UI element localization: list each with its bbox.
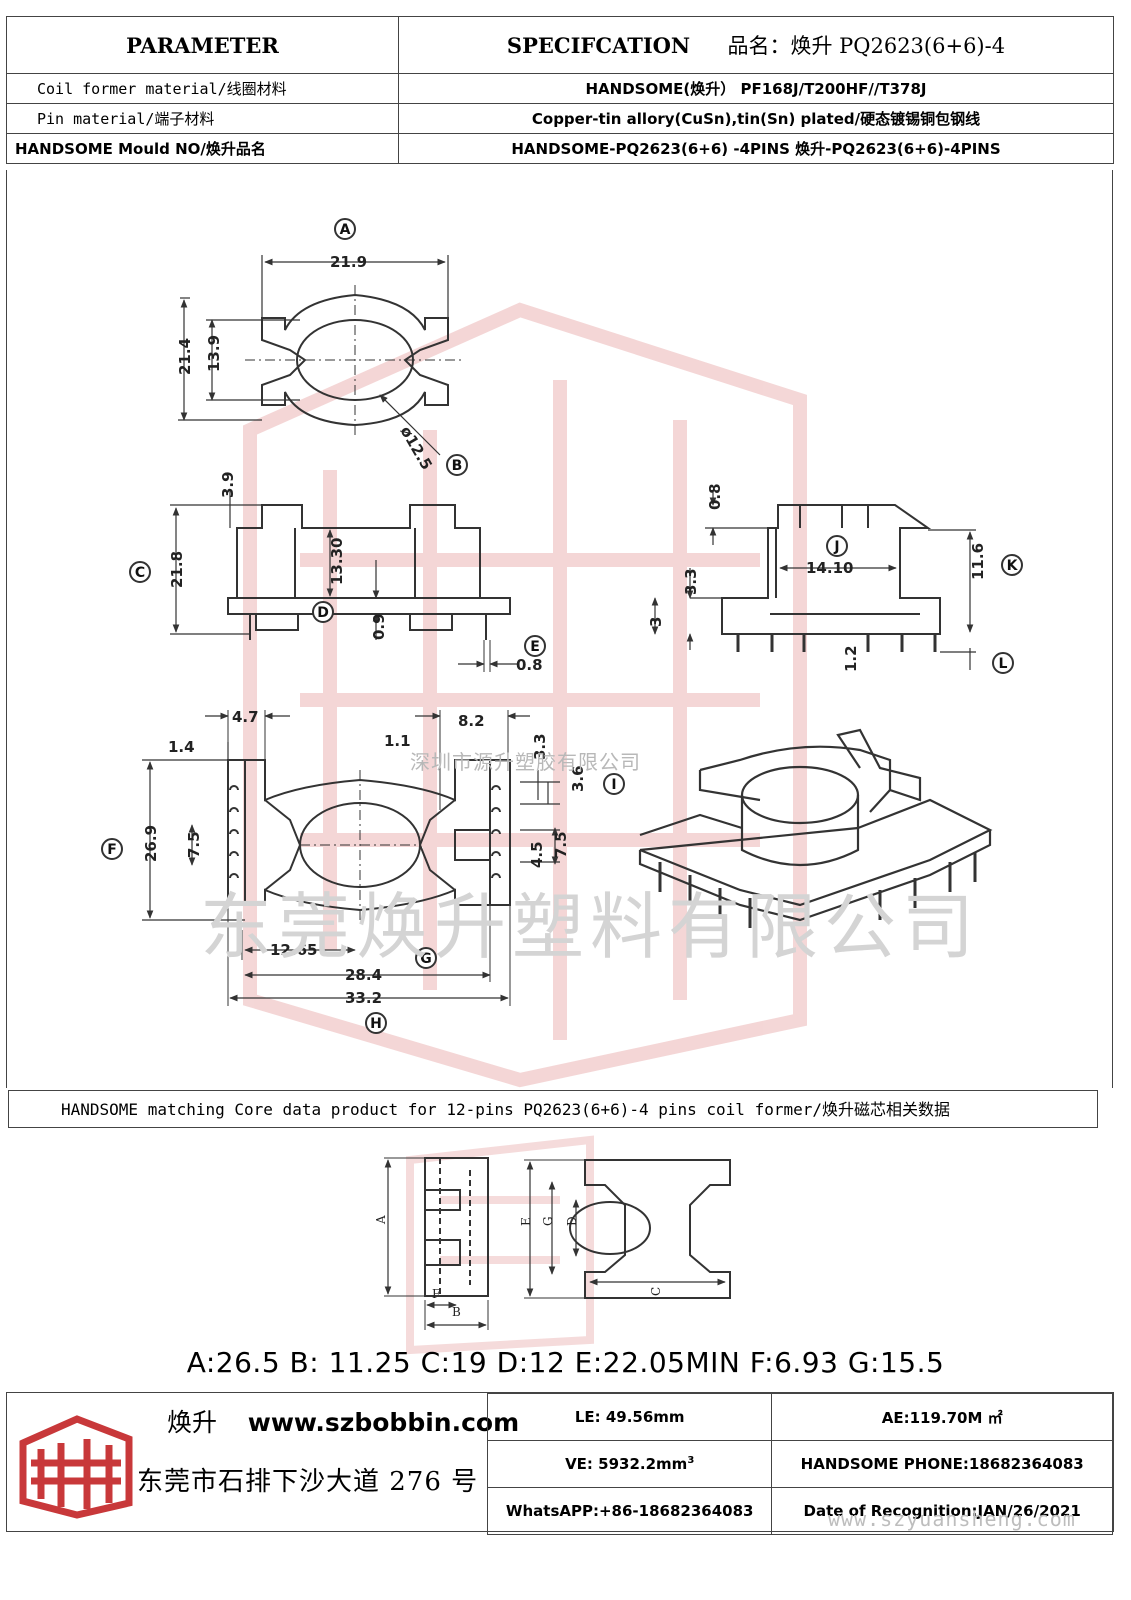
core-label-B: B xyxy=(452,1305,461,1319)
dim-0-9: 0.9 xyxy=(370,613,388,640)
svg-text:E: E xyxy=(530,639,540,655)
dim-7-5: 7.5 xyxy=(185,831,203,858)
dim-13-9: 13.9 xyxy=(205,335,223,372)
dim-3: 3 xyxy=(647,617,665,627)
ve-cell: VE: 5932.2mm3 xyxy=(486,1440,773,1488)
dim-4-5: 4.5 xyxy=(528,841,546,868)
dim-12-5: ø12.5 xyxy=(397,423,436,473)
dim-12-65: 12.65 xyxy=(270,941,317,959)
side-view xyxy=(651,490,976,670)
spec-table: PARAMETER SPECIFCATION 品名：焕升 PQ2623(6+6)… xyxy=(6,16,1114,164)
dim-0-8-e: 0.8 xyxy=(516,656,543,674)
mould-no-value: HANDSOME-PQ2623(6+6) -4PINS 焕升-PQ2623(6+… xyxy=(398,133,1114,164)
phone[interactable]: HANDSOME PHONE:18682364083 xyxy=(771,1440,1113,1488)
core-drawing-top xyxy=(524,1159,731,1299)
label-I: I xyxy=(603,773,625,795)
dim-7-5b: 7.5 xyxy=(552,831,570,858)
dim-26-9: 26.9 xyxy=(142,825,160,862)
svg-text:D: D xyxy=(317,605,329,621)
core-label-E: E xyxy=(519,1217,533,1226)
core-label-A: A xyxy=(374,1215,388,1225)
svg-text:G: G xyxy=(420,951,432,967)
dim-21-8: 21.8 xyxy=(168,551,186,588)
watermark-large: 东莞焕升塑料有限公司 xyxy=(200,885,981,969)
dim-33-2: 33.2 xyxy=(345,989,382,1007)
le-value: LE: 49.56mm xyxy=(486,1393,773,1441)
core-label-G: G xyxy=(541,1216,555,1226)
ae-value: AE:119.70M ㎡ xyxy=(771,1393,1113,1441)
recognition-date: Date of Recognition:JAN/26/2021 xyxy=(771,1487,1113,1535)
dim-21-4: 21.4 xyxy=(176,338,194,375)
watermark-small: 深圳市源升塑胶有限公司 xyxy=(410,750,641,774)
label-F: F xyxy=(101,838,123,860)
bottom-view xyxy=(142,710,560,1006)
drawing-frame xyxy=(6,170,1113,1088)
svg-text:A: A xyxy=(340,222,351,238)
dim-11-6: 11.6 xyxy=(969,543,987,580)
label-D: D xyxy=(312,601,334,623)
label-J: J xyxy=(826,535,848,557)
label-B: B xyxy=(446,454,468,476)
front-view xyxy=(170,492,518,672)
svg-text:J: J xyxy=(833,539,839,555)
dim-3-3: 3.3 xyxy=(682,568,700,595)
dim-8-2: 8.2 xyxy=(458,712,485,730)
dim-1-4: 1.4 xyxy=(168,738,195,756)
svg-text:C: C xyxy=(135,565,145,581)
dim-3-6: 3.6 xyxy=(569,765,587,792)
ve-unit-sup: 3 xyxy=(687,1455,695,1466)
label-L: L xyxy=(992,652,1014,674)
dim-0-8: 0.8 xyxy=(706,483,724,510)
svg-text:L: L xyxy=(999,656,1008,672)
core-label-D: D xyxy=(565,1216,579,1226)
dim-3-9: 3.9 xyxy=(219,471,237,498)
dim-13-30: 13.30 xyxy=(328,538,346,585)
company-logo xyxy=(19,1415,133,1519)
core-drawing-side xyxy=(384,1157,489,1330)
core-dimensions: A:26.5 B: 11.25 C:19 D:12 E:22.05MIN F:6… xyxy=(186,1346,945,1379)
core-label-F: F xyxy=(432,1287,440,1301)
label-G: G xyxy=(415,947,437,969)
top-view xyxy=(178,255,465,456)
product-name: 品名：焕升 PQ2623(6+6)-4 xyxy=(727,34,1006,58)
brand-line: 焕升 www.szbobbin.com xyxy=(167,1403,519,1439)
isometric-view xyxy=(638,728,993,928)
label-E: E xyxy=(524,635,546,657)
mould-no-label: HANDSOME Mould NO/焕升品名 xyxy=(6,133,399,164)
core-info-table: LE: 49.56mm AE:119.70M ㎡ VE: 5932.2mm3 H… xyxy=(486,1393,1113,1535)
svg-text:H: H xyxy=(370,1016,382,1032)
dim-1-1: 1.1 xyxy=(384,732,411,750)
coil-material-label: Coil former material/线圈材料 xyxy=(6,73,399,104)
matching-caption: HANDSOME matching Core data product for … xyxy=(8,1090,1098,1128)
label-K: K xyxy=(1001,554,1023,576)
ve-value: VE: 5932.2mm xyxy=(565,1455,688,1473)
svg-text:F: F xyxy=(107,842,117,858)
label-C: C xyxy=(129,561,151,583)
specification-title: SPECIFCATION xyxy=(506,33,691,58)
dim-4-7: 4.7 xyxy=(232,708,259,726)
label-A: A xyxy=(334,218,356,240)
website-link[interactable]: www.szbobbin.com xyxy=(247,1408,520,1437)
svg-text:I: I xyxy=(611,777,616,793)
svg-text:K: K xyxy=(1007,558,1019,574)
url-watermark: www.szyuansheng.com xyxy=(828,1507,1076,1531)
svg-text:B: B xyxy=(452,458,463,474)
pin-material-value: Copper-tin allory(CuSn),tin(Sn) plated/硬… xyxy=(398,103,1114,134)
core-label-C: C xyxy=(649,1287,663,1296)
dim-21-9: 21.9 xyxy=(330,253,367,271)
brand-name: 焕升 xyxy=(167,1408,218,1437)
whatsapp[interactable]: WhatsAPP:+86-18682364083 xyxy=(486,1487,773,1535)
dim-14-10: 14.10 xyxy=(806,559,853,577)
label-H: H xyxy=(365,1012,387,1034)
dim-28-4: 28.4 xyxy=(345,966,382,984)
parameter-header: PARAMETER xyxy=(6,16,399,74)
dim-3-3b: 3.3 xyxy=(531,733,549,760)
footer: 焕升 www.szbobbin.com 东莞市石排下沙大道 276 号 LE: … xyxy=(6,1392,1114,1535)
dim-1-2: 1.2 xyxy=(842,645,860,672)
address: 东莞市石排下沙大道 276 号 xyxy=(137,1467,479,1497)
specification-header: SPECIFCATION 品名：焕升 PQ2623(6+6)-4 xyxy=(398,16,1114,74)
